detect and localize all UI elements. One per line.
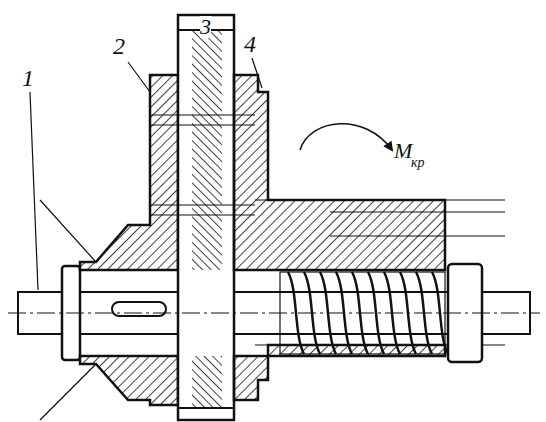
callout-number: 4 [244, 32, 256, 56]
torque-subscript: кр [411, 156, 425, 170]
callout-number: 1 [22, 66, 34, 90]
torque-symbol: M [394, 140, 412, 162]
callout-number: 2 [113, 34, 125, 58]
callout-number: 3 [200, 16, 211, 38]
